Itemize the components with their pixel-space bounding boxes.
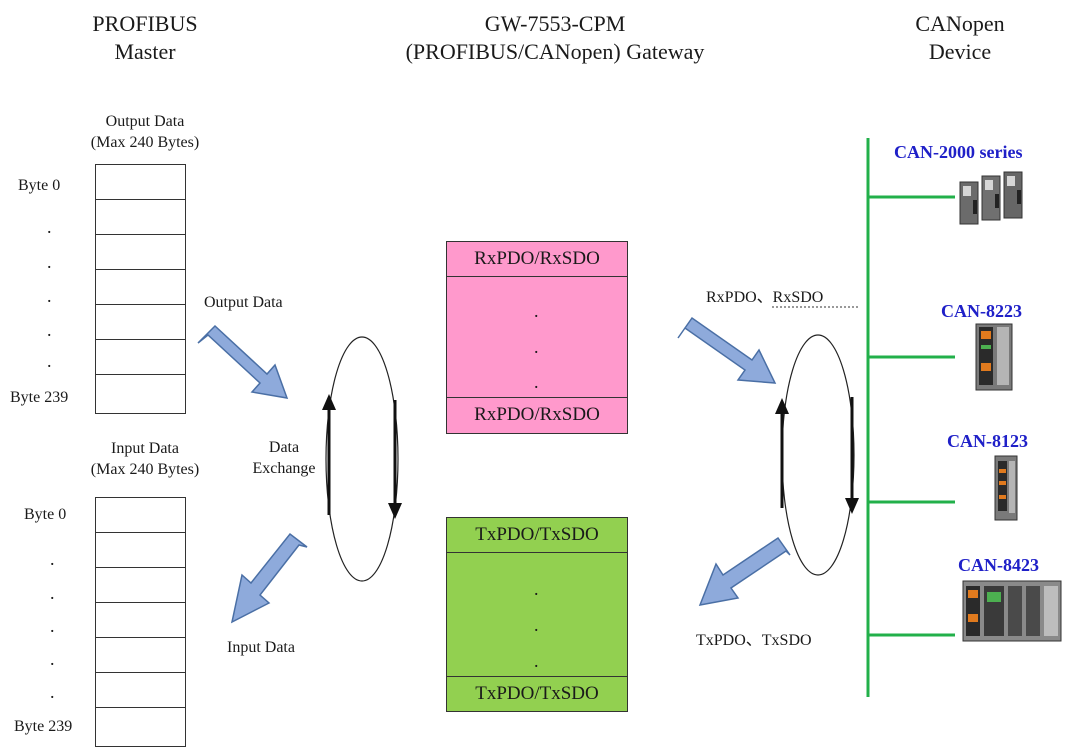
- output-data-title: Output Data (Max 240 Bytes): [60, 111, 230, 153]
- byte-cell: [96, 235, 185, 270]
- rx-arrow-label: RxPDO、RxSDO: [706, 289, 824, 306]
- ellipsis-dot: .: [534, 301, 539, 321]
- module-device-icon: [962, 578, 1062, 644]
- right-exchange-loop: [781, 334, 855, 576]
- device-title-line2: Device: [928, 39, 992, 64]
- output-title-line1: Output Data: [105, 113, 185, 130]
- byte-cell: [96, 200, 185, 235]
- byte-cell: [96, 603, 185, 638]
- ellipsis-dot: .: [534, 337, 539, 357]
- module-device-icon: [975, 323, 1013, 391]
- profibus-master-header: PROFIBUS Master: [40, 10, 250, 66]
- input-data-arrow: [230, 532, 308, 624]
- left-down-arrowhead: [388, 503, 402, 519]
- byte-cell: [96, 340, 185, 375]
- input-data-title: Input Data (Max 240 Bytes): [60, 438, 230, 480]
- byte-cell: [96, 638, 185, 673]
- byte-cell: [96, 305, 185, 340]
- output-byte-first: Byte 0: [18, 177, 61, 194]
- tx-buffer-box: TxPDO/TxSDO . . . TxPDO/TxSDO: [446, 517, 628, 712]
- input-title-line1: Input Data: [111, 440, 179, 457]
- ellipsis-dot: .: [50, 583, 55, 603]
- rx-buffer-box: RxPDO/RxSDO . . . RxPDO/RxSDO: [446, 241, 628, 434]
- tx-box-top-row: TxPDO/TxSDO: [447, 518, 627, 553]
- input-title-line2: (Max 240 Bytes): [90, 461, 200, 478]
- ellipsis-dot: .: [534, 615, 539, 635]
- gateway-title-line1: GW-7553-CPM: [484, 11, 626, 36]
- device-label-can-8123: CAN-8123: [947, 431, 1028, 451]
- ellipsis-dot: .: [50, 549, 55, 569]
- rx-arrow: [677, 316, 777, 384]
- output-byte-last: Byte 239: [10, 389, 69, 406]
- input-byte-first: Byte 0: [24, 506, 67, 523]
- left-up-arrowhead: [322, 394, 336, 410]
- byte-cell: [96, 568, 185, 603]
- output-byte-table: [95, 164, 186, 414]
- module-device-icon: [994, 455, 1018, 521]
- byte-cell: [96, 533, 185, 568]
- rx-box-top-row: RxPDO/RxSDO: [447, 242, 627, 277]
- ellipsis-dot: .: [50, 616, 55, 636]
- data-exchange-label: Data Exchange: [238, 437, 330, 479]
- gateway-header: GW-7553-CPM (PROFIBUS/CANopen) Gateway: [330, 10, 780, 66]
- output-title-line2: (Max 240 Bytes): [90, 134, 200, 151]
- ellipsis-dot: .: [534, 372, 539, 392]
- rx-box-bottom-row: RxPDO/RxSDO: [447, 397, 627, 432]
- device-title-line1: CANopen: [915, 11, 1005, 36]
- ellipsis-dot: .: [50, 682, 55, 702]
- byte-cell: [96, 270, 185, 305]
- tx-box-bottom-row: TxPDO/TxSDO: [447, 676, 627, 711]
- ellipsis-dot: .: [50, 649, 55, 669]
- ellipsis-dot: .: [47, 252, 52, 272]
- input-byte-last: Byte 239: [14, 718, 73, 735]
- right-down-arrowhead: [845, 498, 859, 514]
- input-data-arrow-label: Input Data: [227, 639, 295, 656]
- left-exchange-loop: [325, 336, 399, 582]
- device-label-can-2000: CAN-2000 series: [894, 142, 1023, 162]
- byte-cell: [96, 498, 185, 533]
- output-data-arrow-label: Output Data: [204, 294, 283, 311]
- ellipsis-dot: .: [534, 651, 539, 671]
- ellipsis-dot: .: [47, 286, 52, 306]
- module-cluster-icon: [958, 170, 1028, 230]
- canopen-device-header: CANopen Device: [880, 10, 1040, 66]
- device-label-can-8223: CAN-8223: [941, 301, 1022, 321]
- data-exchange-line1: Data: [268, 439, 300, 456]
- byte-cell: [96, 673, 185, 708]
- master-title-line2: Master: [114, 39, 176, 64]
- right-up-arrowhead: [775, 398, 789, 414]
- data-exchange-line2: Exchange: [252, 460, 316, 477]
- gateway-title-line2: (PROFIBUS/CANopen) Gateway: [405, 39, 705, 64]
- ellipsis-dot: .: [47, 351, 52, 371]
- byte-cell: [96, 165, 185, 200]
- input-byte-table: [95, 497, 186, 747]
- ellipsis-dot: .: [47, 217, 52, 237]
- tx-arrow: [698, 536, 791, 606]
- ellipsis-dot: .: [534, 579, 539, 599]
- device-label-can-8423: CAN-8423: [958, 555, 1039, 575]
- ellipsis-dot: .: [47, 320, 52, 340]
- output-data-arrow: [197, 324, 289, 399]
- master-title-line1: PROFIBUS: [92, 11, 198, 36]
- tx-arrow-label: TxPDO、TxSDO: [696, 632, 812, 649]
